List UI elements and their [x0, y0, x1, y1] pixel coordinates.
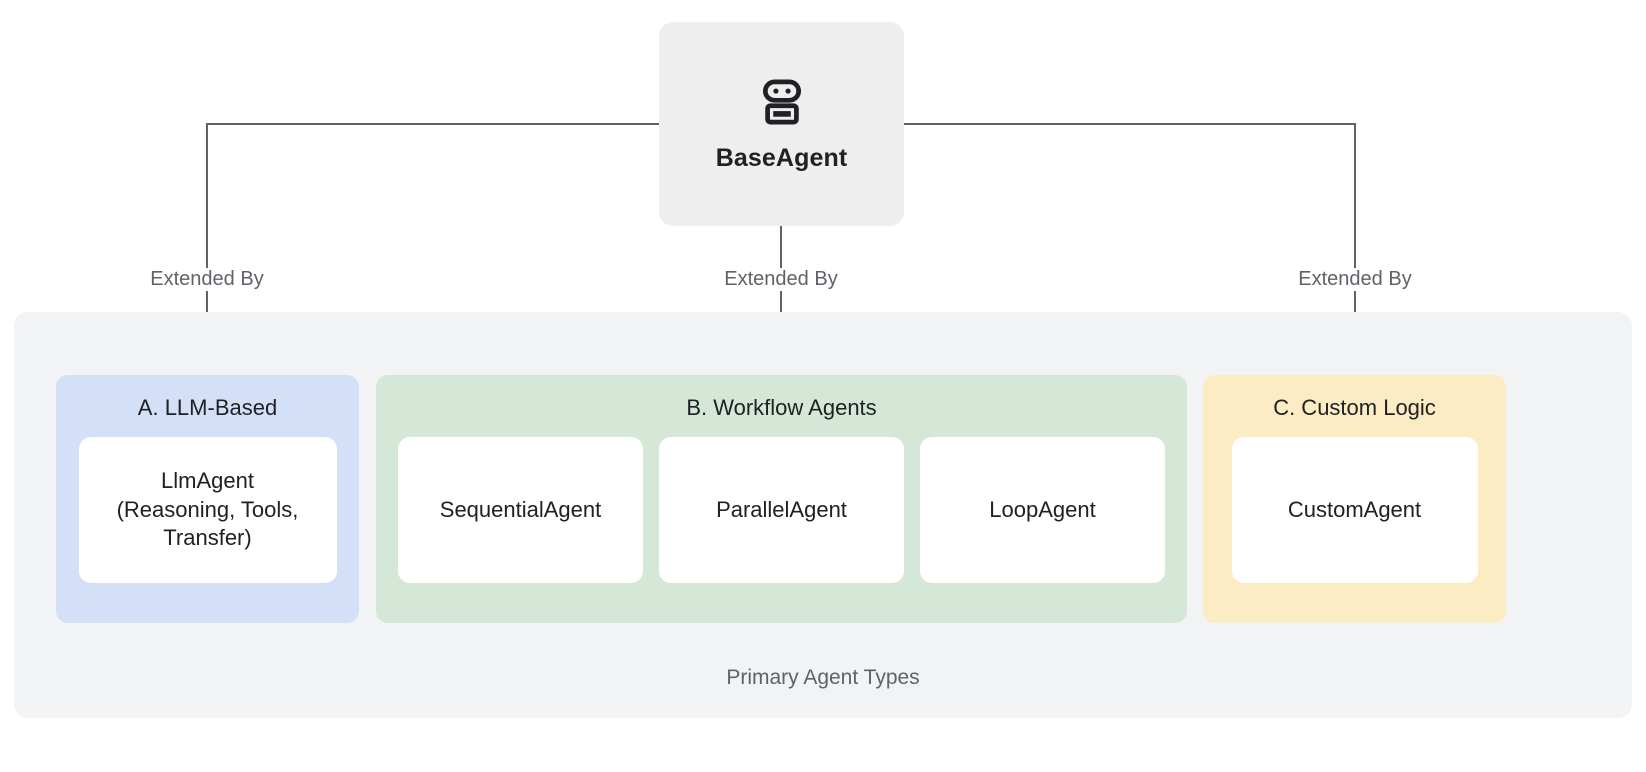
- panel-workflow-agents[interactable]: B. Workflow Agents SequentialAgent Paral…: [376, 375, 1187, 623]
- panel-workflow-agents-cards: SequentialAgent ParallelAgent LoopAgent: [376, 437, 1187, 583]
- card-customagent[interactable]: CustomAgent: [1231, 437, 1478, 583]
- card-loopagent[interactable]: LoopAgent: [920, 437, 1165, 583]
- panel-llm-based-cards: LlmAgent(Reasoning, Tools,Transfer): [56, 437, 359, 583]
- edge-label-llm: Extended By: [142, 268, 272, 291]
- panel-llm-based-title: A. LLM-Based: [137, 395, 278, 420]
- edge-label-custom: Extended By: [1290, 268, 1420, 291]
- card-sequentialagent[interactable]: SequentialAgent: [398, 437, 643, 583]
- node-baseagent[interactable]: BaseAgent: [659, 22, 904, 226]
- panel-custom-logic-title: C. Custom Logic: [1273, 395, 1436, 420]
- panel-workflow-agents-title: B. Workflow Agents: [686, 395, 877, 420]
- card-llmagent[interactable]: LlmAgent(Reasoning, Tools,Transfer): [78, 437, 337, 583]
- edge-label-workflow: Extended By: [716, 268, 846, 291]
- robot-icon: [762, 78, 801, 124]
- card-parallelagent[interactable]: ParallelAgent: [659, 437, 904, 583]
- group-caption: Primary Agent Types: [726, 666, 920, 689]
- panel-custom-logic-cards: CustomAgent: [1203, 437, 1506, 583]
- node-baseagent-label: BaseAgent: [715, 143, 848, 172]
- panel-llm-based[interactable]: A. LLM-Based LlmAgent(Reasoning, Tools,T…: [56, 375, 359, 623]
- panel-custom-logic[interactable]: C. Custom Logic CustomAgent: [1203, 375, 1506, 623]
